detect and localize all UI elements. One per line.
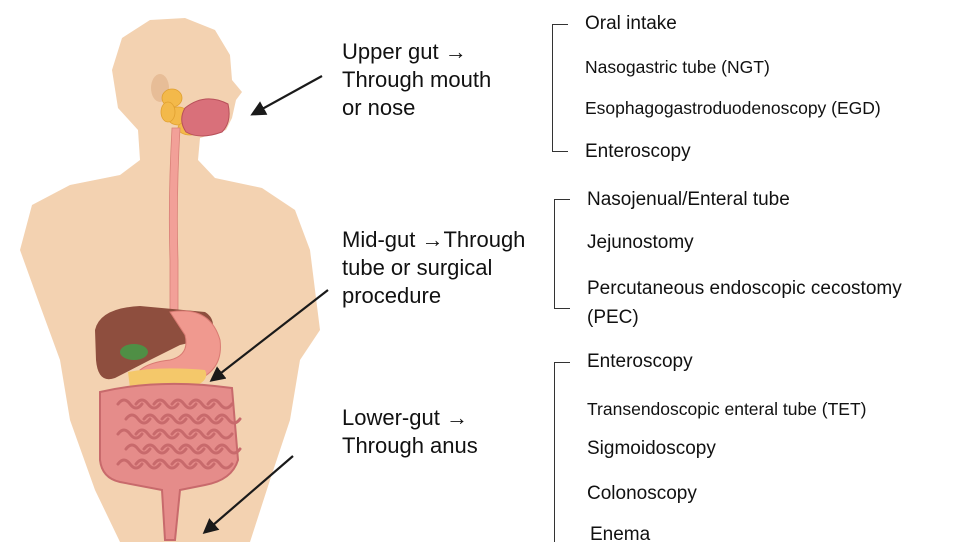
method-nasojejunal-tube: Nasojenual/Enteral tube xyxy=(587,188,790,212)
mid-gut-route-label: Mid-gut →Through tube or surgical proced… xyxy=(342,226,525,310)
method-nasogastric-tube: Nasogastric tube (NGT) xyxy=(585,55,770,79)
lower-gut-bracket xyxy=(554,362,555,542)
digestive-system-illustration xyxy=(0,0,330,542)
method-sigmoidoscopy: Sigmoidoscopy xyxy=(587,437,716,461)
method-enteroscopy-upper: Enteroscopy xyxy=(585,140,691,164)
method-jejunostomy: Jejunostomy xyxy=(587,231,694,255)
mid-gut-bracket xyxy=(554,199,555,309)
method-oral-intake: Oral intake xyxy=(585,12,677,36)
method-egd: Esophagogastroduodenoscopy (EGD) xyxy=(585,96,881,120)
method-pec: Percutaneous endoscopic cecostomy xyxy=(587,277,902,301)
lower-gut-route-label: Lower-gut → Through anus xyxy=(342,404,478,460)
method-enema: Enema xyxy=(590,523,650,547)
method-pec-abbrev: (PEC) xyxy=(587,306,639,330)
upper-gut-bracket xyxy=(552,24,553,152)
method-colonoscopy: Colonoscopy xyxy=(587,482,697,506)
upper-gut-route-label: Upper gut → Through mouth or nose xyxy=(342,38,491,122)
gallbladder xyxy=(120,344,148,360)
method-tet: Transendoscopic enteral tube (TET) xyxy=(587,397,866,421)
method-enteroscopy-lower: Enteroscopy xyxy=(587,350,693,374)
